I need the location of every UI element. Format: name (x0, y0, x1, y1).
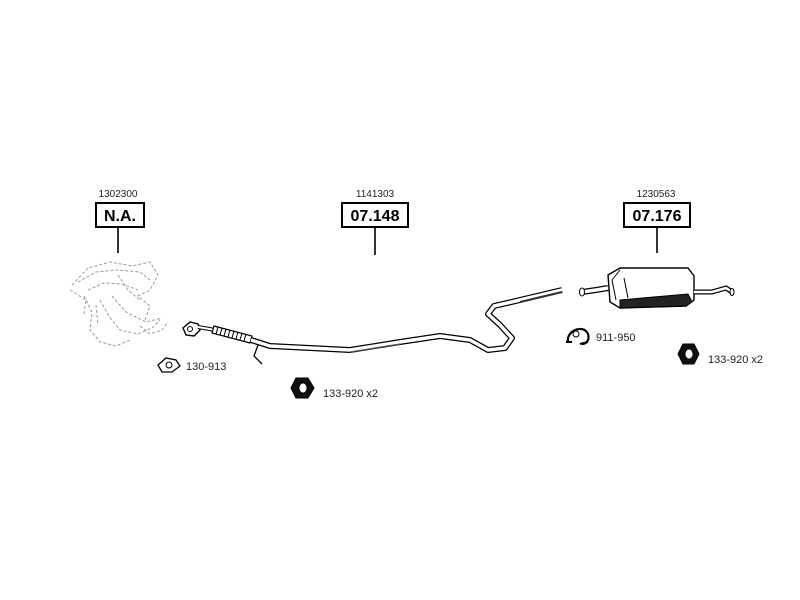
gasket-icon (157, 357, 181, 373)
callout-catalyst: 1302300 N.A. (95, 189, 145, 253)
callout-middle-pipe-box (341, 202, 409, 228)
middle-pipe (182, 287, 563, 365)
callout-catalyst-ref: 1302300 (99, 189, 138, 200)
part-gasket: 130-913 (157, 357, 226, 373)
middle-pipe-bracket (253, 344, 263, 365)
rubber-hanger-icon (290, 377, 315, 399)
callout-rear-silencer-box (623, 202, 691, 228)
callout-middle-pipe-ref: 1141303 (356, 189, 395, 200)
clamp-part-number: 911-950 (596, 332, 636, 344)
part-hanger-front: 133-920 x2 (290, 377, 378, 400)
front-flange (182, 321, 201, 337)
callout-catalyst-label: N.A. (104, 208, 136, 225)
flex-joint (211, 325, 253, 344)
callout-rear-silencer: 1230563 07.176 (623, 189, 691, 253)
rubber-hanger-icon (677, 343, 700, 365)
callout-rear-silencer-label: 07.176 (633, 208, 682, 225)
part-hanger-rear: 133-920 x2 (677, 343, 763, 366)
part-clamp: 911-950 (566, 327, 636, 346)
callout-middle-pipe-label: 07.148 (351, 208, 400, 225)
hanger-front-part-number: 133-920 x2 (323, 388, 378, 400)
gasket-part-number: 130-913 (186, 361, 226, 373)
callout-rear-silencer-ref: 1230563 (637, 189, 676, 200)
callout-catalyst-box (95, 202, 145, 228)
clamp-icon (566, 327, 590, 346)
flange-hole-icon (187, 326, 193, 332)
catalyst-manifold-illustration (69, 261, 169, 347)
rear-silencer (579, 267, 735, 309)
hanger-rear-part-number: 133-920 x2 (708, 354, 763, 366)
callout-middle-pipe: 1141303 07.148 (341, 189, 409, 255)
